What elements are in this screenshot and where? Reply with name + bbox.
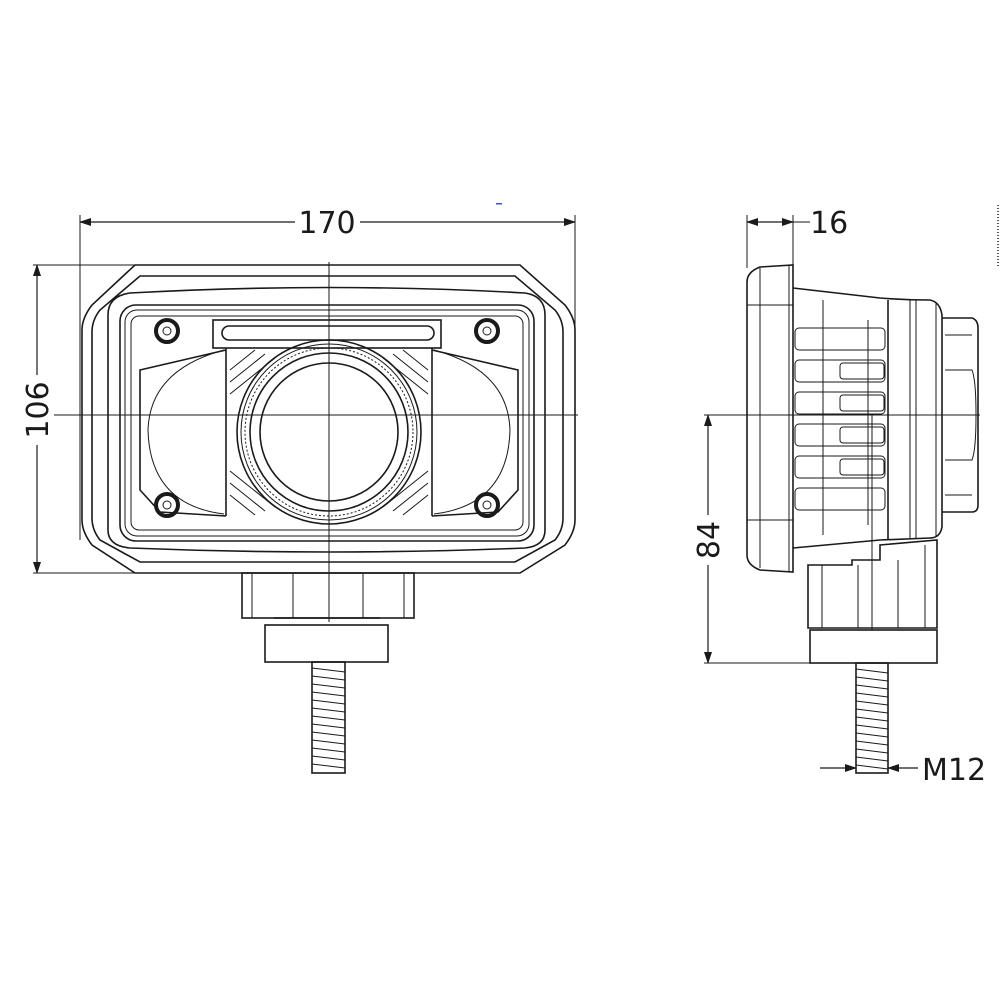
mounting-screws (154, 318, 500, 518)
side-view: 16 84 M12 (692, 205, 999, 788)
thread-dimension: M12 (820, 753, 986, 788)
mount-height-label: 84 (692, 521, 727, 559)
screw-icon (474, 318, 500, 344)
cooling-slots (229, 349, 429, 516)
height-label: 106 (21, 381, 56, 438)
centerlines (35, 262, 578, 622)
reflector-right (431, 348, 519, 517)
bolt (311, 661, 346, 774)
mount-base (241, 572, 415, 663)
depth-dimension: 16 (746, 206, 848, 268)
accent-mark (496, 203, 502, 205)
heatsink-body (792, 287, 943, 549)
screw-icon (474, 492, 500, 518)
width-label: 170 (298, 206, 355, 241)
height-dimension: 106 (20, 264, 135, 574)
reflector-left (139, 348, 227, 517)
side-centerlines (704, 414, 980, 630)
screw-icon (154, 492, 180, 518)
mount-height-dimension: 84 (692, 414, 810, 664)
depth-label: 16 (810, 206, 848, 241)
side-bolt (855, 662, 889, 774)
thread-label: M12 (922, 753, 986, 788)
cooling-fins (794, 300, 886, 535)
front-flange (746, 264, 794, 573)
width-dimension: 170 (79, 205, 576, 540)
front-view: 170 106 (20, 203, 578, 774)
housing-outline (81, 264, 576, 574)
screw-icon (154, 318, 180, 344)
